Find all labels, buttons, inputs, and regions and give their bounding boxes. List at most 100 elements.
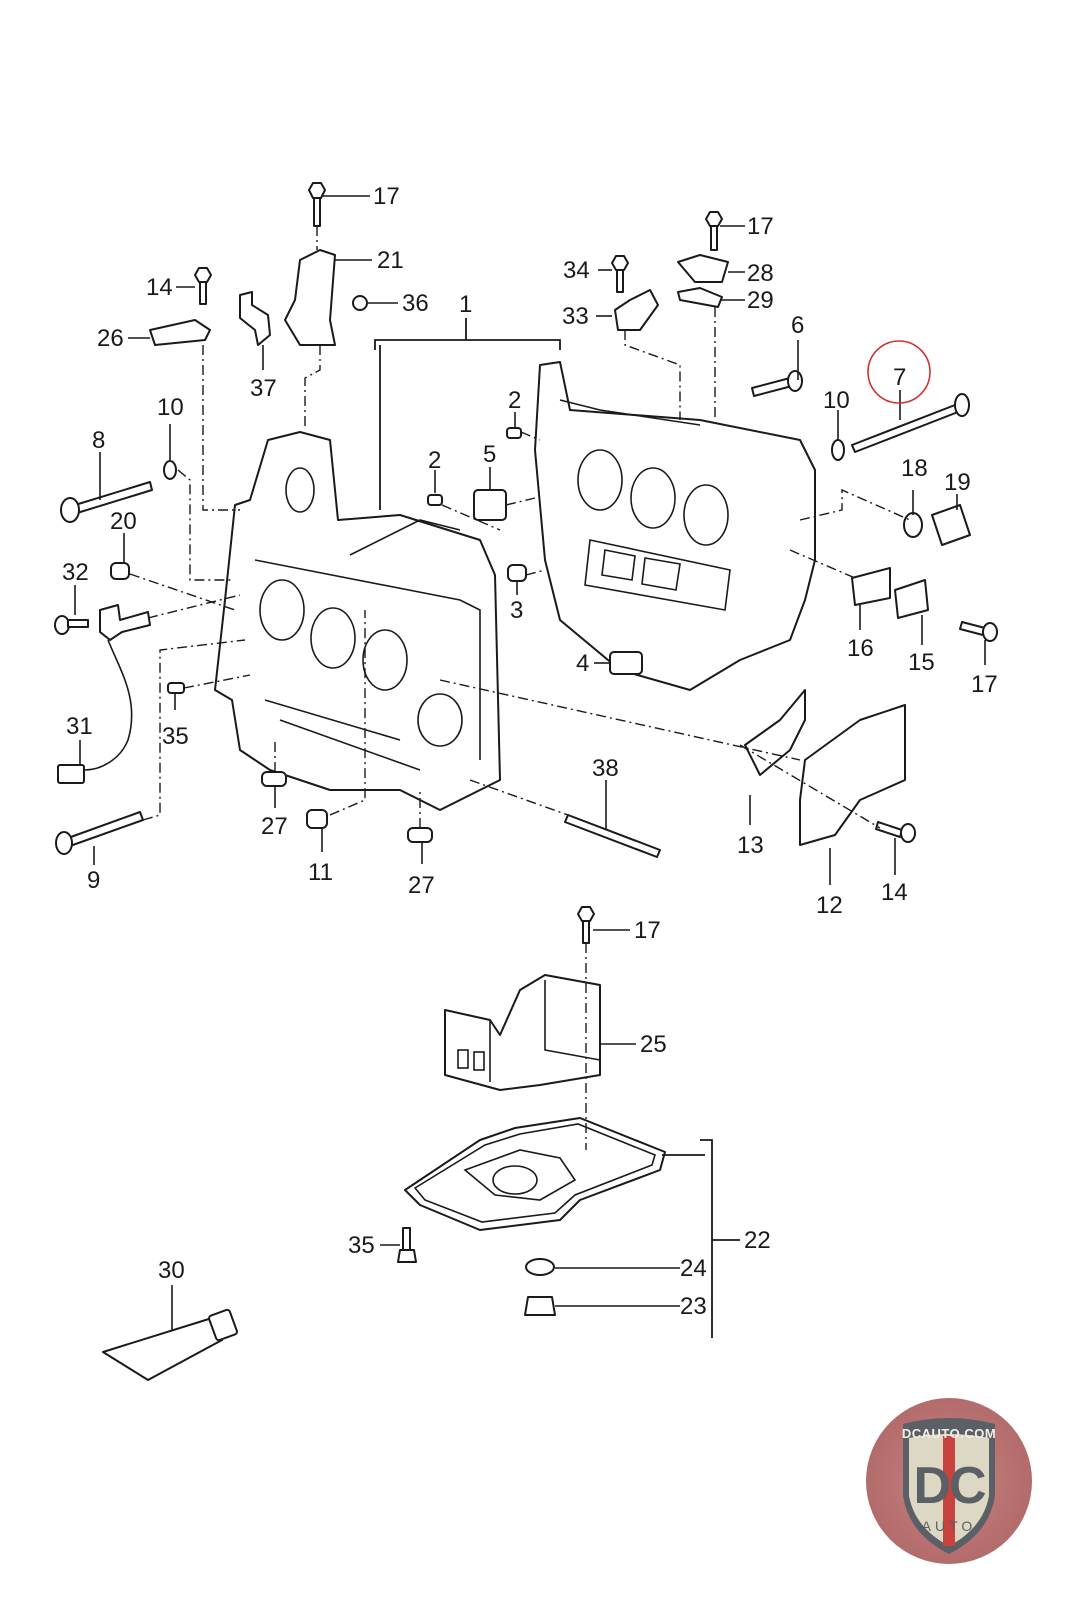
callout-26: 26 bbox=[97, 325, 124, 352]
callout-25: 25 bbox=[640, 1031, 667, 1058]
callout-14: 14 bbox=[881, 879, 908, 906]
crankcase-right-half bbox=[534, 361, 816, 691]
callout-30: 30 bbox=[158, 1257, 185, 1284]
assembly-lines bbox=[129, 226, 911, 1150]
clip-37 bbox=[239, 291, 271, 346]
callout-6: 6 bbox=[791, 312, 804, 339]
callout-14: 14 bbox=[146, 274, 173, 301]
bolt-9 bbox=[55, 811, 144, 855]
gasket-5 bbox=[473, 489, 507, 521]
callout-17: 17 bbox=[373, 183, 400, 210]
plug-19 bbox=[931, 504, 971, 546]
callout-9: 9 bbox=[87, 867, 100, 894]
callouts: 17 21 14 36 1 26 37 17 34 28 29 33 6 7 1… bbox=[62, 183, 998, 1320]
sealant-tube-30 bbox=[102, 1308, 238, 1381]
bolt-17-top bbox=[308, 182, 326, 227]
dowel-35 bbox=[167, 682, 185, 694]
seal-ring-10-right bbox=[831, 439, 845, 461]
bolt-6 bbox=[751, 370, 803, 397]
callout-23: 23 bbox=[680, 1293, 707, 1320]
callout-3: 3 bbox=[510, 597, 523, 624]
gasket-29 bbox=[677, 287, 723, 308]
bolt-17-baffle bbox=[577, 906, 595, 944]
bushing-11 bbox=[306, 809, 328, 829]
crankcase-left-half bbox=[214, 431, 501, 811]
dowel-2-right bbox=[506, 427, 522, 439]
callout-7: 7 bbox=[893, 364, 906, 391]
callout-13: 13 bbox=[737, 832, 764, 859]
callout-15: 15 bbox=[908, 649, 935, 676]
callout-18: 18 bbox=[901, 455, 928, 482]
callout-35: 35 bbox=[348, 1232, 375, 1259]
small-parts bbox=[54, 182, 998, 1381]
callout-37: 37 bbox=[250, 375, 277, 402]
callout-11: 11 bbox=[308, 859, 333, 886]
callout-31: 31 bbox=[66, 713, 93, 740]
callout-1: 1 bbox=[459, 291, 472, 318]
callout-20: 20 bbox=[110, 508, 137, 535]
bolt-32 bbox=[54, 615, 89, 635]
callout-27: 27 bbox=[408, 872, 435, 899]
callout-17: 17 bbox=[747, 213, 774, 240]
gasket-16 bbox=[851, 567, 891, 606]
callout-34: 34 bbox=[563, 257, 590, 284]
seal-ring-18 bbox=[903, 512, 923, 538]
bolt-34 bbox=[611, 255, 629, 293]
seal-ring-24 bbox=[525, 1258, 555, 1276]
callout-17: 17 bbox=[971, 671, 998, 698]
callout-21: 21 bbox=[377, 247, 404, 274]
logo-sub-text: AUTO bbox=[921, 1518, 977, 1534]
callout-12: 12 bbox=[816, 892, 843, 919]
bolt-8 bbox=[60, 481, 153, 523]
callout-10: 10 bbox=[157, 394, 184, 421]
callout-27: 27 bbox=[261, 813, 288, 840]
shield-icon bbox=[903, 1418, 995, 1554]
bolt-14-top bbox=[194, 267, 212, 305]
bolt-17-right bbox=[705, 211, 723, 251]
cover-15 bbox=[894, 579, 929, 619]
bolt-35-pan bbox=[397, 1227, 417, 1263]
callout-2: 2 bbox=[508, 387, 521, 414]
callout-19: 19 bbox=[944, 469, 971, 496]
callout-32: 32 bbox=[62, 559, 89, 586]
callout-28: 28 bbox=[747, 260, 774, 287]
drain-plug-23 bbox=[524, 1296, 556, 1316]
bushing-3 bbox=[507, 564, 527, 582]
fitting-33 bbox=[614, 289, 659, 331]
bracket-21 bbox=[284, 249, 336, 346]
callout-17: 17 bbox=[634, 917, 661, 944]
callout-16: 16 bbox=[847, 635, 874, 662]
callout-36: 36 bbox=[402, 290, 429, 317]
callout-24: 24 bbox=[680, 1255, 707, 1282]
seal-ring-10-left bbox=[163, 460, 177, 480]
callout-2: 2 bbox=[428, 447, 441, 474]
callout-35: 35 bbox=[162, 723, 189, 750]
bracket-26 bbox=[149, 319, 211, 346]
callout-33: 33 bbox=[562, 303, 589, 330]
flange-28 bbox=[677, 254, 729, 283]
callout-22: 22 bbox=[744, 1227, 771, 1254]
sensor-31 bbox=[57, 604, 151, 784]
logo-mark: DC bbox=[913, 1457, 986, 1515]
leader-lines bbox=[74, 195, 986, 1338]
callout-38: 38 bbox=[592, 755, 619, 782]
gasket-13 bbox=[744, 689, 806, 776]
callout-29: 29 bbox=[747, 287, 774, 314]
bolt-17-side bbox=[959, 621, 998, 642]
bolt-14-lower bbox=[875, 821, 916, 843]
dcauto-logo: DCAUTO.COM DC AUTO bbox=[866, 1398, 1032, 1564]
callout-5: 5 bbox=[483, 441, 496, 468]
stud-38 bbox=[564, 814, 661, 858]
callout-10: 10 bbox=[823, 387, 850, 414]
bushing-20 bbox=[110, 562, 130, 580]
bolt-7-long bbox=[851, 393, 970, 453]
oil-baffle bbox=[444, 974, 601, 1091]
dowel-2-left bbox=[427, 494, 443, 506]
highlight-circle bbox=[867, 340, 931, 404]
callout-4: 4 bbox=[576, 650, 589, 677]
logo-url-text: DCAUTO.COM bbox=[901, 1426, 997, 1441]
cap-27-right bbox=[407, 827, 433, 843]
water-pump-housing-12 bbox=[799, 704, 906, 846]
